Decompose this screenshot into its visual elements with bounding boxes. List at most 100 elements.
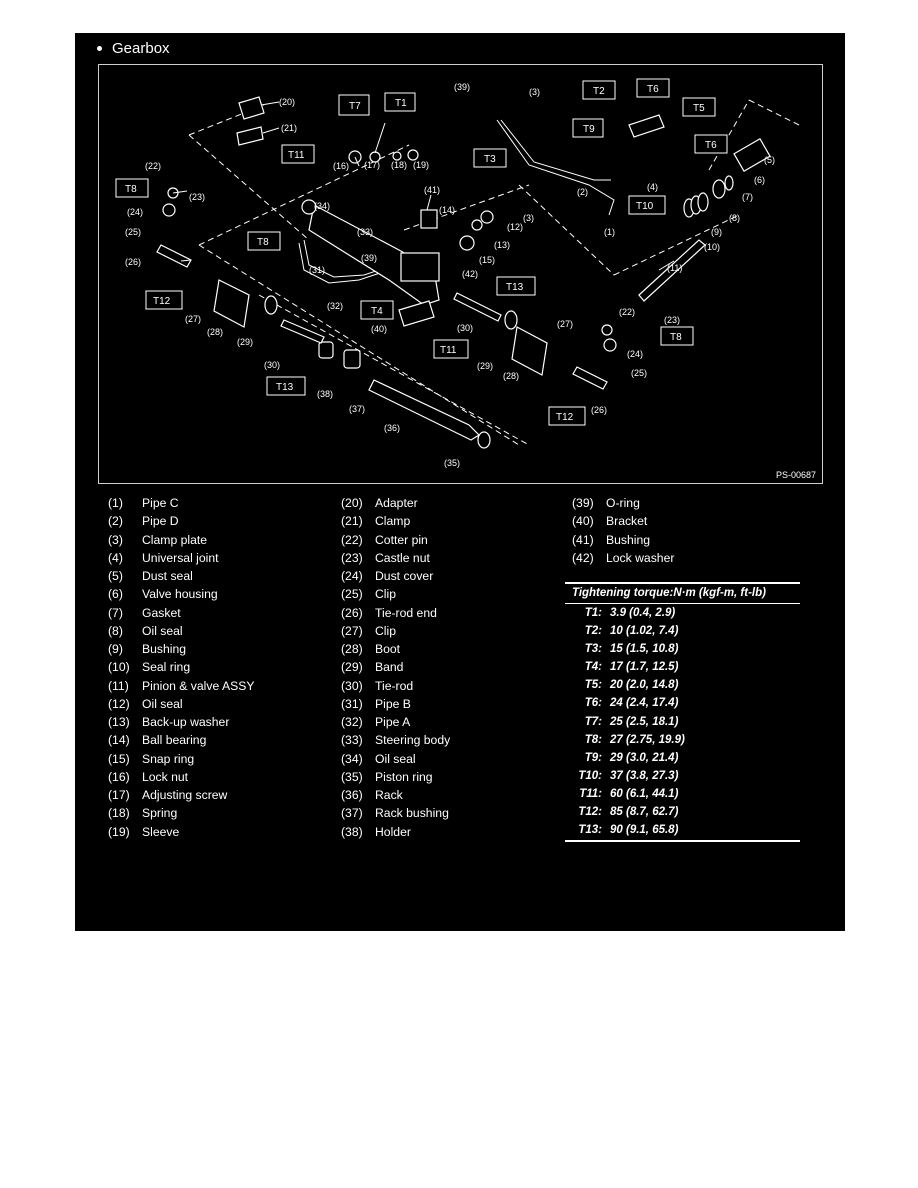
torque-tag-t8: T8 xyxy=(660,326,694,346)
part-name: Rack xyxy=(375,788,403,802)
part-name: Gasket xyxy=(142,605,181,620)
parts-list-row: (10)Seal ring xyxy=(108,658,254,676)
parts-list-row: (16)Lock nut xyxy=(108,768,254,786)
leader-line xyxy=(426,194,432,211)
part-name: Pipe A xyxy=(375,715,411,729)
parts-list-row: (36)Rack xyxy=(341,786,450,804)
leader-line xyxy=(374,122,386,154)
callout-38: (38) xyxy=(317,389,333,399)
callout-5: (5) xyxy=(764,155,775,165)
part-number: (1) xyxy=(108,496,123,510)
parts-list-row: (14)Ball bearing xyxy=(108,731,254,749)
torque-row: T7:25 (2.5, 18.1) xyxy=(565,713,800,731)
callout-39: (39) xyxy=(361,253,377,263)
part-name: Clamp plate xyxy=(142,532,208,547)
parts-list-row: (25)Clip xyxy=(341,585,450,603)
torque-tag-t1: T1 xyxy=(384,92,416,112)
callout-4: (4) xyxy=(647,182,658,192)
torque-tag-t5: T5 xyxy=(682,97,716,117)
part-number: (33) xyxy=(341,733,363,748)
callout-25: (25) xyxy=(125,227,141,237)
callout-3: (3) xyxy=(523,213,534,223)
torque-table-rows: T1:3.9 (0.4, 2.9)T2:10 (1.02, 7.4)T3:15 … xyxy=(565,604,800,839)
part-name: Band xyxy=(375,660,404,675)
callout-42: (42) xyxy=(462,269,478,279)
torque-tag-t6: T6 xyxy=(636,78,670,98)
part-name: Seal ring xyxy=(142,660,191,675)
torque-table-heading: Tightening torque:N·m (kgf-m, ft-lb) xyxy=(565,584,800,604)
spring xyxy=(392,151,402,161)
callout-33: (33) xyxy=(357,227,373,237)
torque-value: 17 (1.7, 12.5) xyxy=(610,661,679,674)
torque-tag-t12: T12 xyxy=(548,406,586,426)
torque-row: T9:29 (3.0, 21.4) xyxy=(565,749,800,767)
torque-row: T4:17 (1.7, 12.5) xyxy=(565,658,800,676)
part-number: (16) xyxy=(108,769,130,784)
part-name: Dust cover xyxy=(375,569,434,583)
torque-code: T2: xyxy=(584,625,602,638)
part-number: (22) xyxy=(341,532,363,547)
callout-28: (28) xyxy=(207,327,223,337)
parts-list-row: (24)Dust cover xyxy=(341,567,450,585)
parts-list-row: (30) Tie-rod xyxy=(341,677,450,695)
part-number: (31) xyxy=(341,696,363,711)
callout-18: (18) xyxy=(391,160,407,170)
torque-value: 15 (1.5, 10.8) xyxy=(610,643,679,656)
leader-line xyxy=(180,259,192,262)
parts-list-row: (33)Steering body xyxy=(341,731,450,749)
parts-list-row: (15)Snap ring xyxy=(108,750,254,768)
part-number: (30) xyxy=(341,678,363,693)
torque-tag-t8: T8 xyxy=(247,231,281,251)
parts-list-row: (12)Oil seal xyxy=(108,695,254,713)
parts-list-row: (40)Bracket xyxy=(572,512,674,530)
callout-35: (35) xyxy=(444,458,460,468)
callout-9: (9) xyxy=(711,227,722,237)
part-name: Pinion & valve ASSY xyxy=(142,678,255,693)
part-number: (29) xyxy=(341,660,363,675)
torque-value: 10 (1.02, 7.4) xyxy=(610,625,679,638)
parts-list-row: (21)Clamp xyxy=(341,512,450,530)
part-number: (11) xyxy=(108,678,129,693)
torque-value: 85 (8.7, 62.7) xyxy=(610,806,679,819)
part-name: Lock washer xyxy=(606,550,675,565)
part-name: Bushing xyxy=(606,532,651,547)
part-name: Tie-rod xyxy=(375,678,414,693)
torque-tag-t13: T13 xyxy=(266,376,306,396)
torque-tag-t4: T4 xyxy=(360,300,394,320)
svg-text:T8: T8 xyxy=(670,332,682,343)
parts-list-row: (31)Pipe B xyxy=(341,695,450,713)
callout-17: (17) xyxy=(364,160,380,170)
section-title-text: Gearbox xyxy=(112,40,170,57)
valve-housing xyxy=(400,252,440,282)
pipe-d xyxy=(500,119,611,181)
assembly-axis xyxy=(518,184,615,276)
torque-row: T11:60 (6.1, 44.1) xyxy=(565,785,800,803)
gasket xyxy=(724,175,734,191)
torque-code: T12: xyxy=(578,806,602,819)
callout-20: (20) xyxy=(279,97,295,107)
callout-2: (2) xyxy=(577,187,588,197)
svg-text:T7: T7 xyxy=(349,101,361,112)
svg-text:T8: T8 xyxy=(125,184,137,195)
torque-tag-t11: T11 xyxy=(281,144,315,164)
section-title: Gearbox xyxy=(97,40,170,57)
callout-28: (28) xyxy=(503,371,519,381)
oil-seal xyxy=(480,210,494,224)
castle-nut xyxy=(601,324,613,336)
part-number: (15) xyxy=(108,751,130,766)
rack-bushing xyxy=(318,341,334,359)
callout-6: (6) xyxy=(754,175,765,185)
callout-30: (30) xyxy=(264,360,280,370)
svg-text:T5: T5 xyxy=(693,103,705,114)
bushing xyxy=(420,209,438,229)
assembly-axis xyxy=(708,99,750,171)
part-number: (3) xyxy=(108,532,123,547)
svg-text:T4: T4 xyxy=(371,306,383,317)
part-number: (17) xyxy=(108,788,130,802)
parts-list-row: (19)Sleeve xyxy=(108,823,254,841)
svg-text:T12: T12 xyxy=(556,412,574,423)
part-number: (7) xyxy=(108,605,123,620)
part-name: Oil seal xyxy=(375,751,416,766)
torque-tag-t11: T11 xyxy=(433,339,469,359)
svg-text:T11: T11 xyxy=(288,150,305,161)
